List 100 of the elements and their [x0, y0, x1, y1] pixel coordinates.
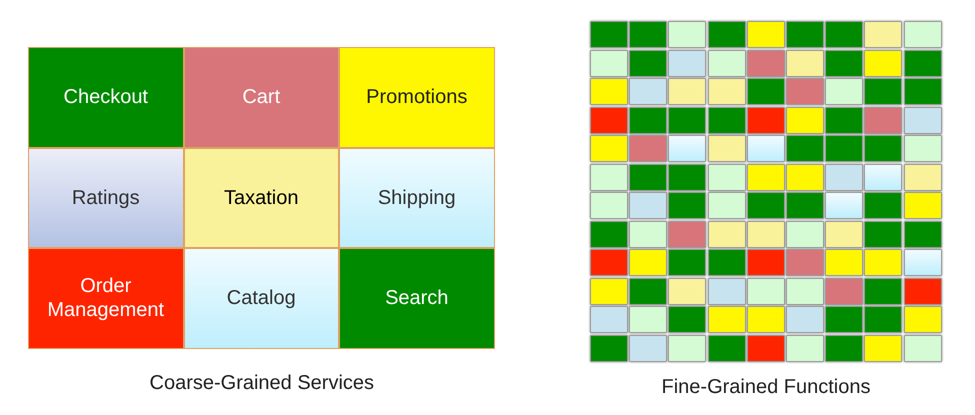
- function-cell: [864, 249, 902, 276]
- function-cell: [708, 334, 746, 362]
- function-cell: [746, 21, 785, 48]
- function-cell: [708, 278, 746, 305]
- function-cell: [590, 306, 628, 334]
- function-cell: [864, 50, 902, 77]
- function-cell: [668, 135, 706, 162]
- function-cell: [746, 135, 785, 162]
- function-cell: [746, 164, 785, 191]
- function-cell: [668, 306, 706, 334]
- function-cell: [629, 334, 668, 362]
- function-cell: [629, 135, 668, 162]
- service-block: [339, 248, 494, 348]
- service-block: [339, 47, 494, 148]
- function-cell: [708, 192, 746, 220]
- function-cell: [786, 21, 824, 48]
- function-cell: [746, 50, 785, 77]
- function-cell: [590, 278, 628, 305]
- function-cell: [904, 220, 942, 248]
- function-cell: [708, 306, 746, 334]
- service-name: Checkout: [62, 85, 149, 110]
- service-name: Shipping: [376, 186, 457, 210]
- function-cell: [590, 106, 628, 134]
- function-cell: [708, 164, 746, 191]
- function-cell: [864, 106, 902, 134]
- function-cell: [786, 306, 824, 334]
- function-cell: [668, 278, 706, 305]
- function-cell: [904, 21, 942, 48]
- function-cell: [825, 249, 864, 276]
- function-cell: [746, 306, 785, 334]
- function-cell: [904, 164, 942, 191]
- function-cell: [786, 50, 824, 77]
- caption-text: Fine-Grained Functions: [662, 376, 870, 399]
- function-cell: [590, 334, 628, 362]
- function-cell: [629, 249, 668, 276]
- service-block: [28, 248, 184, 348]
- function-cell: [904, 278, 942, 305]
- function-cell: [786, 220, 824, 248]
- function-cell: [629, 192, 668, 220]
- function-cell: [825, 78, 864, 106]
- function-cell: [746, 192, 785, 220]
- function-cell: [904, 192, 942, 220]
- service-name: Search: [384, 286, 450, 310]
- function-cell: [864, 334, 902, 362]
- function-cell: [668, 192, 706, 220]
- function-cell: [668, 21, 706, 48]
- function-cell: [864, 21, 902, 48]
- function-cell: [825, 192, 864, 220]
- function-cell: [668, 220, 706, 248]
- service-name: Order Management: [46, 274, 166, 322]
- service-name: Ratings: [70, 186, 141, 210]
- function-cell: [629, 306, 668, 334]
- function-cell: [786, 249, 824, 276]
- function-cell: [864, 135, 902, 162]
- function-cell: [825, 50, 864, 77]
- function-cell: [629, 50, 668, 77]
- function-cell: [590, 220, 628, 248]
- function-cell: [708, 78, 746, 106]
- function-cell: [904, 135, 942, 162]
- function-cell: [825, 278, 864, 305]
- function-cell: [825, 135, 864, 162]
- function-cell: [786, 278, 824, 305]
- function-cell: [629, 21, 668, 48]
- function-cell: [825, 220, 864, 248]
- function-cell: [590, 78, 628, 106]
- service-block: [184, 248, 339, 348]
- function-cell: [864, 164, 902, 191]
- service-name: Cart: [241, 85, 282, 110]
- function-cell: [904, 50, 942, 77]
- function-cell: [629, 78, 668, 106]
- service-block: [339, 148, 494, 248]
- function-cell: [590, 192, 628, 220]
- function-cell: [904, 306, 942, 334]
- function-cell: [786, 334, 824, 362]
- function-cell: [864, 306, 902, 334]
- function-cell: [864, 78, 902, 106]
- function-cell: [746, 278, 785, 305]
- function-cell: [786, 192, 824, 220]
- service-block: [28, 47, 184, 148]
- function-cell: [825, 334, 864, 362]
- service-name: Taxation: [223, 186, 300, 210]
- function-cell: [629, 220, 668, 248]
- caption-text: Coarse-Grained Services: [150, 372, 374, 395]
- service-name: Promotions: [365, 85, 468, 110]
- function-cell: [786, 106, 824, 134]
- function-cell: [708, 249, 746, 276]
- function-cell: [590, 50, 628, 77]
- function-cell: [786, 164, 824, 191]
- function-cell: [746, 249, 785, 276]
- function-cell: [668, 78, 706, 106]
- service-block: [184, 148, 339, 248]
- function-cell: [668, 164, 706, 191]
- function-cell: [864, 220, 902, 248]
- function-cell: [746, 78, 785, 106]
- function-cell: [629, 278, 668, 305]
- function-cell: [746, 220, 785, 248]
- function-cell: [904, 249, 942, 276]
- function-cell: [668, 50, 706, 77]
- function-cell: [668, 334, 706, 362]
- function-cell: [590, 21, 628, 48]
